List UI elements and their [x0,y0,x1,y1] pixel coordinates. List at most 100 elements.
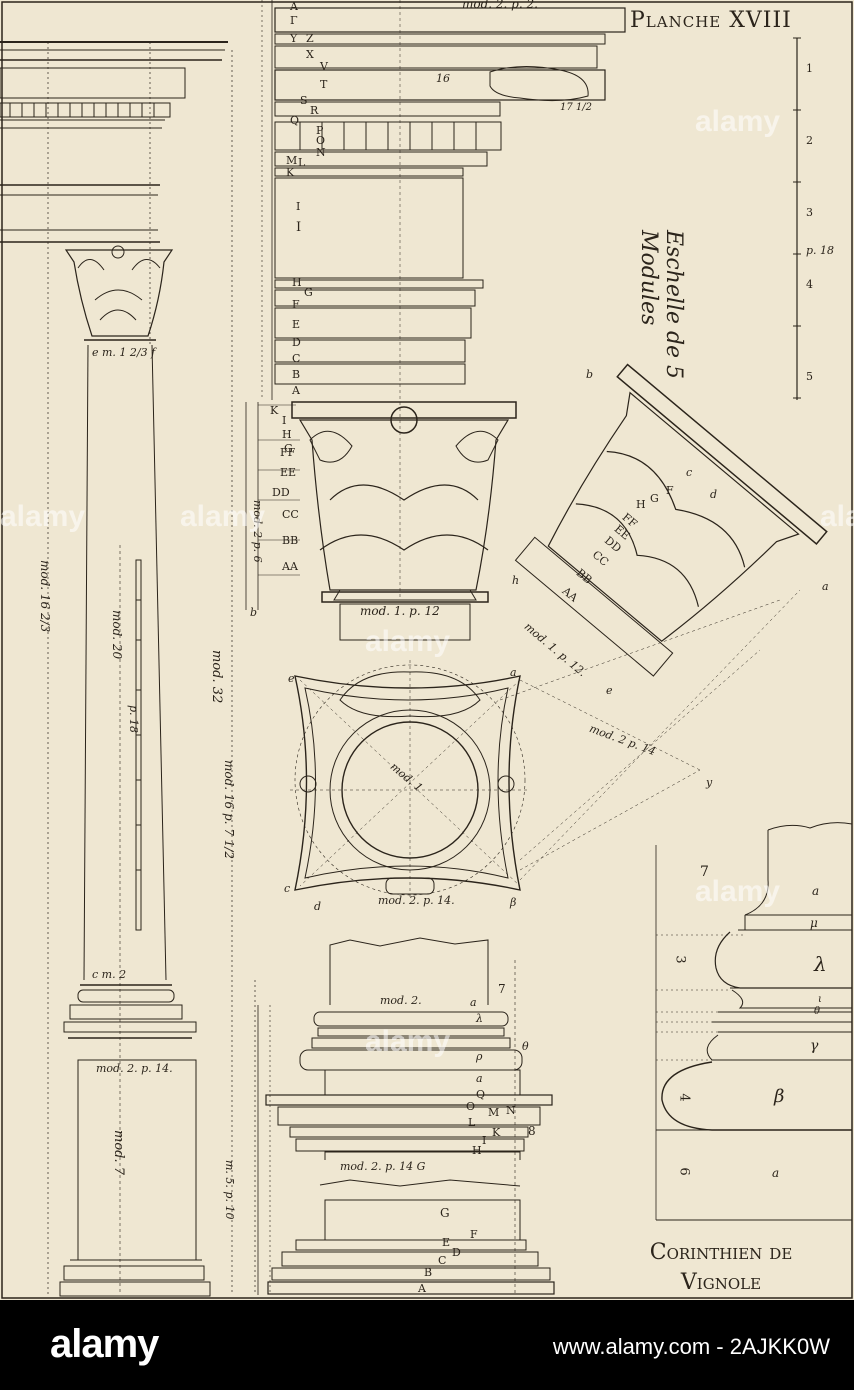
capital-letter: b [250,606,258,619]
pedestal-letter: B [424,1266,433,1279]
image-id-text: www.alamy.com - 2AJKK0W [552,1334,830,1359]
entab-num-16: 16 [436,72,450,85]
profile-letter: 4 [676,1093,692,1102]
entab-letter: K [286,166,295,179]
profile-letter: 3 [672,955,688,964]
engraving-plate: Planche XVIII Corinthien de Vignole Esch… [0,0,854,1300]
profile-letter: λ [814,952,827,976]
dim-base-mod: mod. 2. p. 14. [96,1062,173,1075]
entab-letter: F [292,298,300,311]
capital-letter: CC [282,508,299,521]
watermark-logo: alamy [0,500,86,533]
capital-plan [290,660,530,900]
watermark-logo: alamy [695,875,781,908]
profile-letter: ι [818,994,822,1005]
dim-col-mod16p: mod. 16 p. 7 1/2 [222,760,236,860]
plan-letter: c [284,882,291,895]
watermark-logo: alamy [365,625,451,658]
entab-letter: O [316,134,326,147]
entab-letter: M [286,154,298,167]
capital-letter: BB [282,534,299,547]
plate-title: Planche XVIII [630,8,792,33]
stock-footer: alamy www.alamy.com - 2AJKK0W [0,1300,854,1390]
entab-letter: Y [290,32,298,45]
shaft-scale-bar [135,559,142,931]
plan-letter: y [706,776,713,789]
pedestal-letter: a [470,996,477,1009]
entab-num-17: 17 1/2 [560,102,592,113]
projection-lines [499,589,801,881]
entab-frieze-letter: I [296,220,302,235]
scale-tick-5: 5 [806,370,813,383]
plan-letter: e [288,672,295,685]
entab-letter: R [310,104,319,117]
pedestal-letter: λ [476,1012,483,1025]
profile-letter: 7 [700,864,709,880]
scale-tick-2: 2 [806,134,813,147]
brand-logo[interactable]: alamy [50,1322,159,1366]
scale-label: Eschelle de 5 Modules [636,230,686,380]
entab-letter: Γ [290,14,298,27]
entab-letter: Z [306,32,314,45]
capital-letter: H [282,428,292,441]
capital-letter: FF [280,446,296,459]
capital-letter: EE [280,466,297,479]
pedestal-letter: ρ [476,1050,483,1063]
profile-letter: μ [810,916,818,930]
plan-letter: a [510,666,517,679]
diag-letter: a [822,580,829,593]
capital-elevation [245,401,517,641]
pedestal-letter: G [440,1206,450,1220]
module-scale-bar [793,37,801,400]
entab-letter: H [292,276,302,289]
plan-letter: d [314,900,322,913]
dim-col-mod16: mod. 16 2/3 [38,560,52,633]
pedestal-letter: E [442,1236,451,1249]
dim-cm: c m. 2 [92,968,127,981]
capital-letter: I [282,414,287,427]
base-profile [655,822,853,1221]
pedestal-letter: A [418,1282,426,1295]
profile-letter: β [774,1086,785,1107]
entab-letter: X [306,48,314,61]
pedestal-letter: D [452,1246,461,1259]
caption-line-1: Corinthien de [649,1240,793,1265]
entab-letter: P [316,124,324,137]
pedestal-letter: a [476,1072,483,1085]
scale-tick-4: 4 [806,278,813,291]
pedestal-letter: 7 [498,982,506,996]
entab-letter: A [290,0,298,13]
scale-tick-3: 3 [806,206,813,219]
pedestal-letter: 8 [528,1124,536,1138]
watermark-logo: alamy [365,1025,451,1058]
capital-letter: K [270,404,279,417]
entab-letter: B [292,368,301,381]
entablature-detail [261,0,626,600]
pedestal-letter: L [468,1116,476,1129]
pedestal-letter: O [466,1100,476,1113]
diag-letter: H [636,498,646,511]
entab-letter: N [316,146,326,159]
diag-letter: c [686,466,693,479]
dim-col-mod32: mod. 32 [209,650,224,704]
scale-p-label: p. 18 [806,244,835,257]
capital-letter: DD [272,486,290,499]
capital-letter: AA [282,560,298,573]
diag-letter: G [650,492,659,505]
dim-plan-mod: mod. 2. p. 14. [378,894,455,907]
pedestal-letter: F [470,1228,478,1241]
pedestal-letter: I [482,1134,487,1147]
pedestal-letter: H [472,1144,482,1157]
pedestal-letter: K [492,1126,501,1139]
watermark-logo: alamy [820,500,854,533]
entab-letter: E [292,318,301,331]
entab-letter: D [292,336,301,349]
dim-ped-mid: mod. 2. p. 14 G [340,1160,426,1173]
entab-letter: A [292,384,300,397]
pedestal-letter: θ [522,1040,529,1053]
pedestal-letter: C [438,1254,447,1267]
entab-letter: G [304,286,313,299]
capital-diagonal [514,363,828,677]
entab-letter: C [292,352,301,365]
plate-caption: Corinthien de Vignole [606,1238,836,1298]
